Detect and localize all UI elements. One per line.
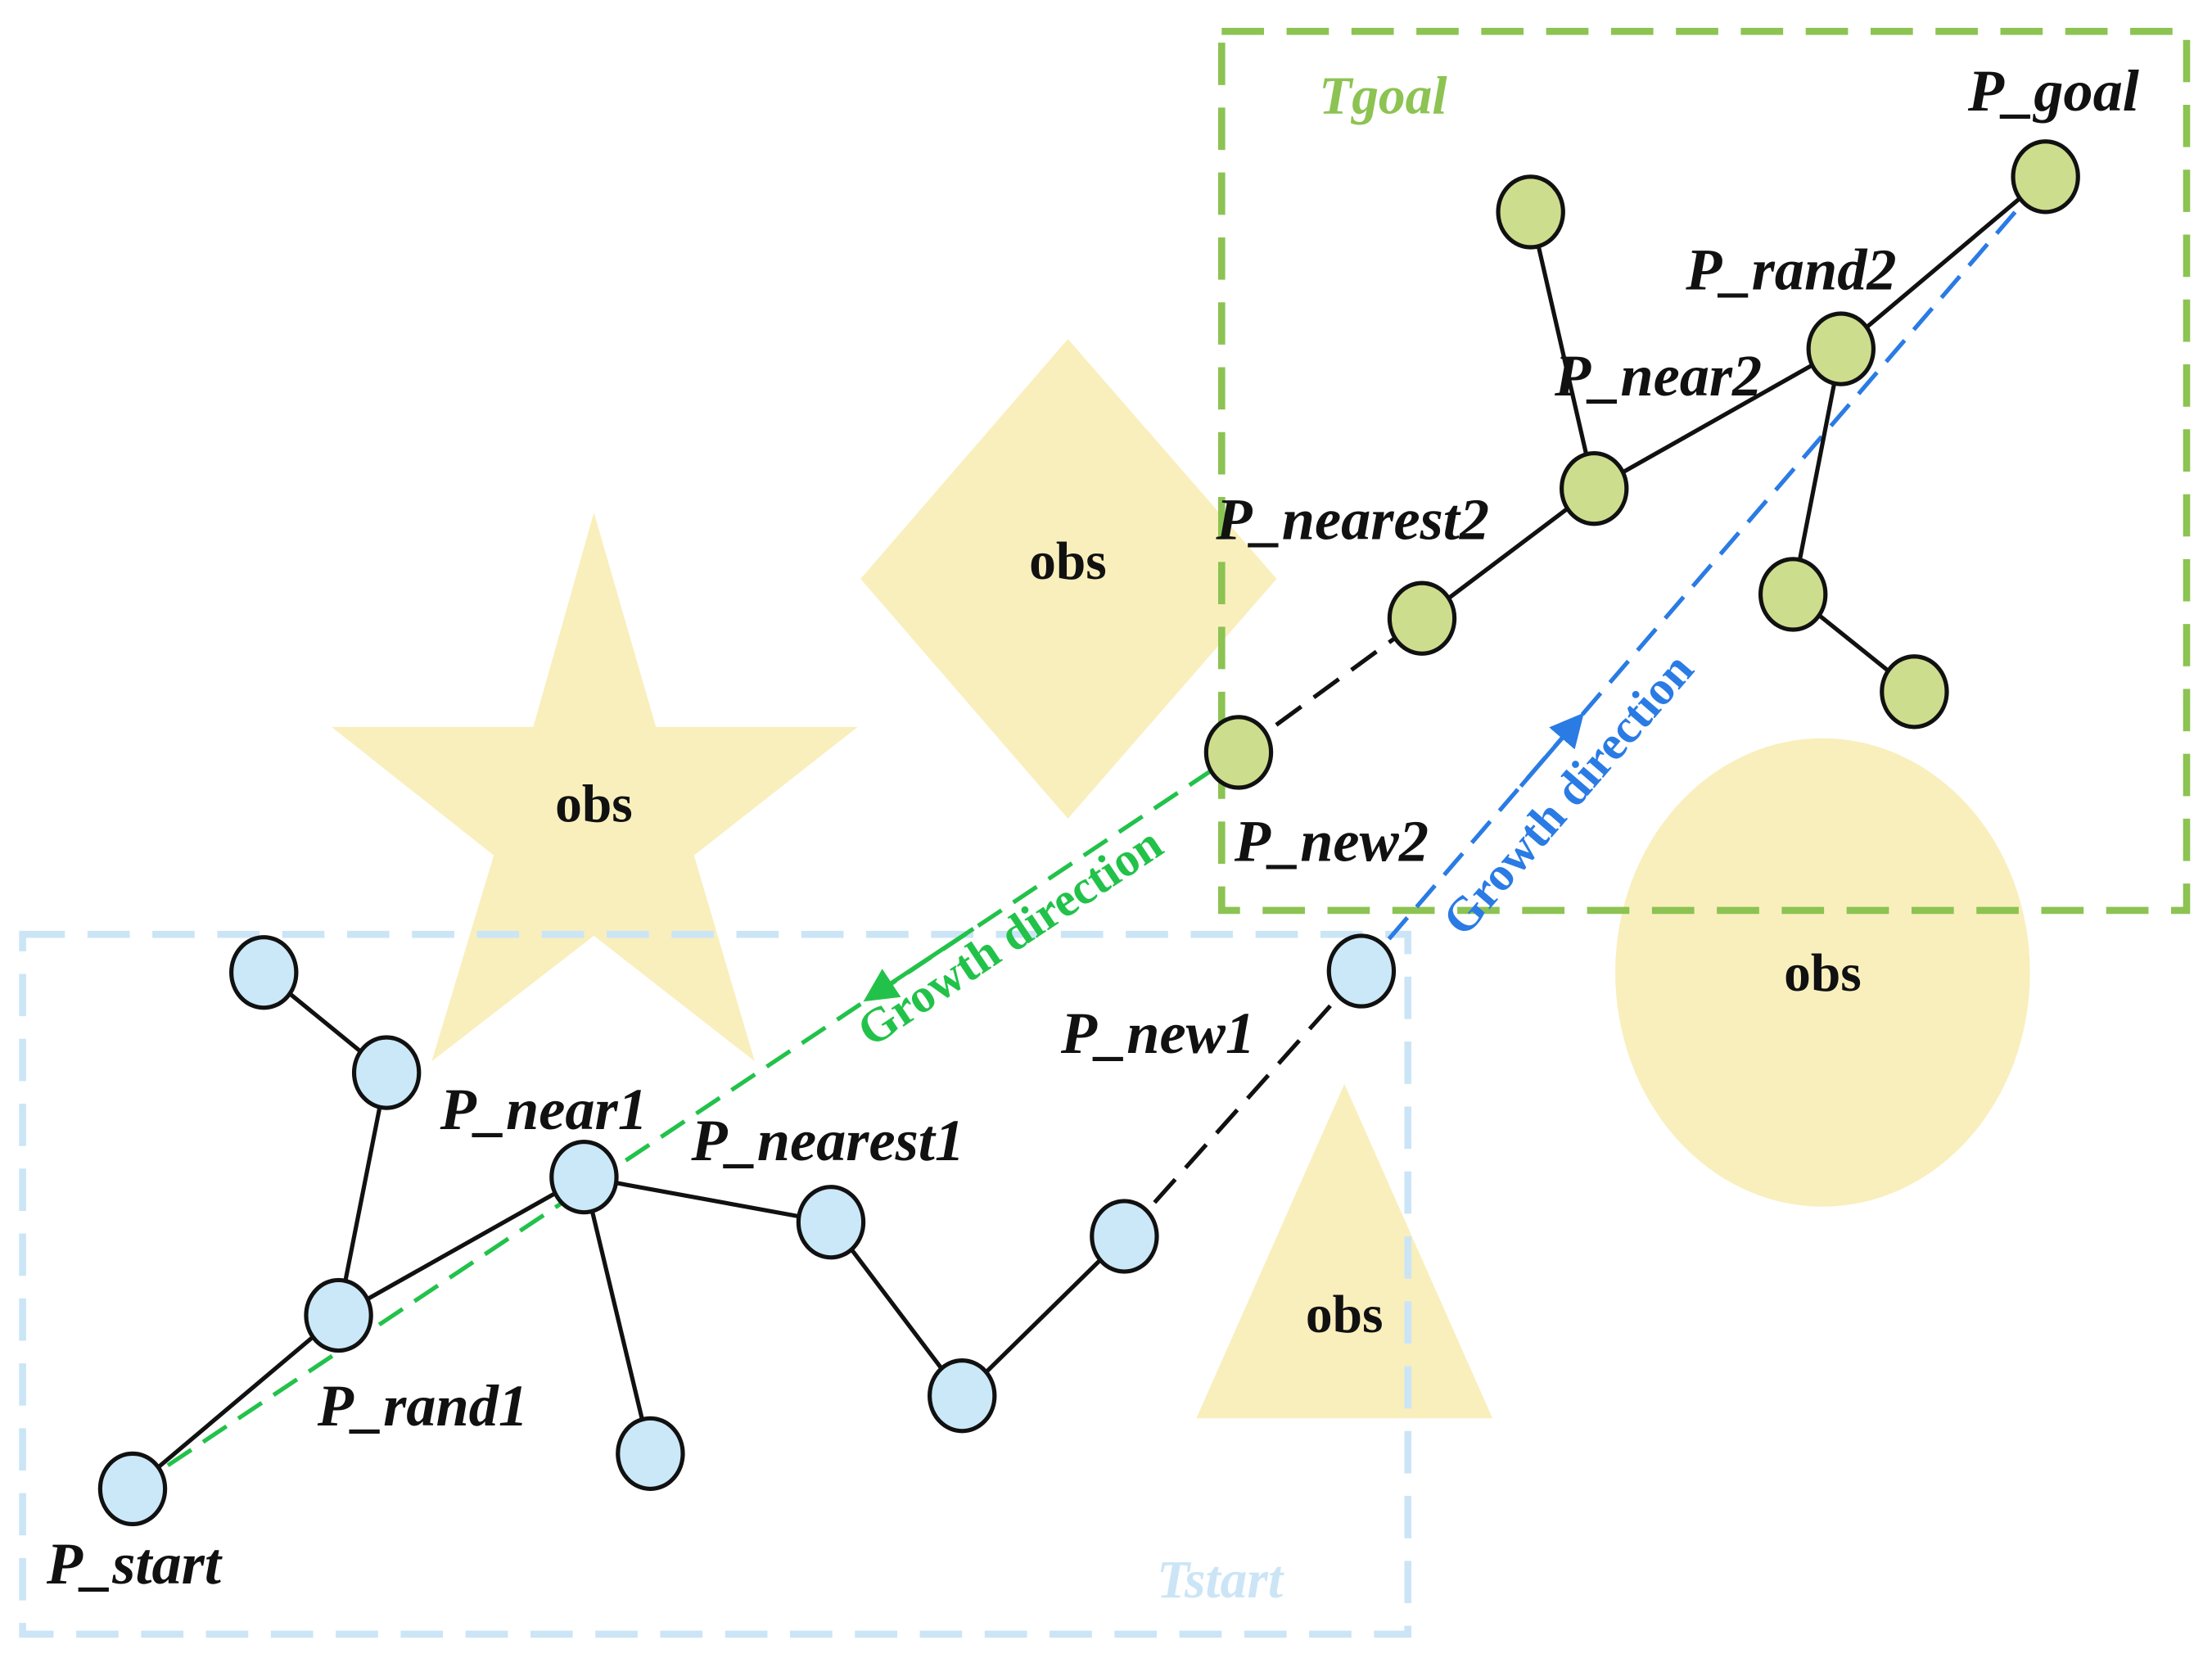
node-start-branch-mid [351,1035,422,1110]
star-obstacle-label: obs [555,775,633,834]
node-p-new2 [1203,715,1274,790]
green-growth-arrow [863,927,975,1002]
node-p-near1 [549,1139,619,1215]
label-p-start: P_start [46,1531,223,1597]
start-region-label: Tstart [1157,1551,1284,1610]
label-p-nearest1: P_nearest1 [690,1108,964,1173]
blue-growth-line [1359,175,2047,973]
label-p-near2: P_near2 [1554,343,1762,409]
star-obstacle [331,512,858,1062]
node-start-rise [1090,1199,1159,1274]
goal-region-label: Tgoal [1319,66,1447,125]
node-goal-branch-top [1496,174,1565,250]
node-p-start [97,1451,168,1527]
node-start-branch-bottom [616,1416,685,1492]
diamond-obstacle-label: obs [1029,532,1107,591]
label-p-new1: P_new1 [1060,1001,1255,1066]
triangle-obstacle [1196,1083,1493,1419]
label-p-new2: P_new2 [1234,809,1429,874]
node-p-nearest1 [796,1185,866,1260]
green-growth-line [131,750,1240,1491]
label-p-rand2: P_rand2 [1685,237,1896,303]
triangle-obstacle-label: obs [1306,1285,1384,1344]
node-goal-branch-end [1880,654,1949,730]
node-p-goal [2011,139,2080,215]
node-p-new1 [1326,933,1397,1009]
node-p-rand2 [1806,311,1876,386]
label-p-near1: P_near1 [440,1077,648,1142]
dashed-edge-new2 [1237,617,1424,755]
dashed-edge-new1 [1122,969,1363,1238]
blue-growth-arrow [1519,712,1584,788]
diamond-obstacle [860,339,1277,819]
node-goal-branch-mid [1758,557,1828,632]
goal-tree-nodes [1203,139,2080,790]
node-p-near2 [1560,451,1629,526]
label-p-nearest2: P_nearest2 [1215,487,1489,553]
circle-obstacle-label: obs [1784,944,1862,1003]
node-start-valley [928,1358,997,1434]
label-p-rand1: P_rand1 [317,1373,528,1439]
circle-obstacle [1615,738,2030,1207]
node-p-rand1 [304,1277,373,1353]
goal-region-box [1217,28,2191,915]
node-p-nearest2 [1387,581,1457,656]
start-tree-nodes [97,933,1397,1527]
node-start-branch-top [229,935,299,1010]
label-p-goal: P_goal [1967,58,2139,124]
